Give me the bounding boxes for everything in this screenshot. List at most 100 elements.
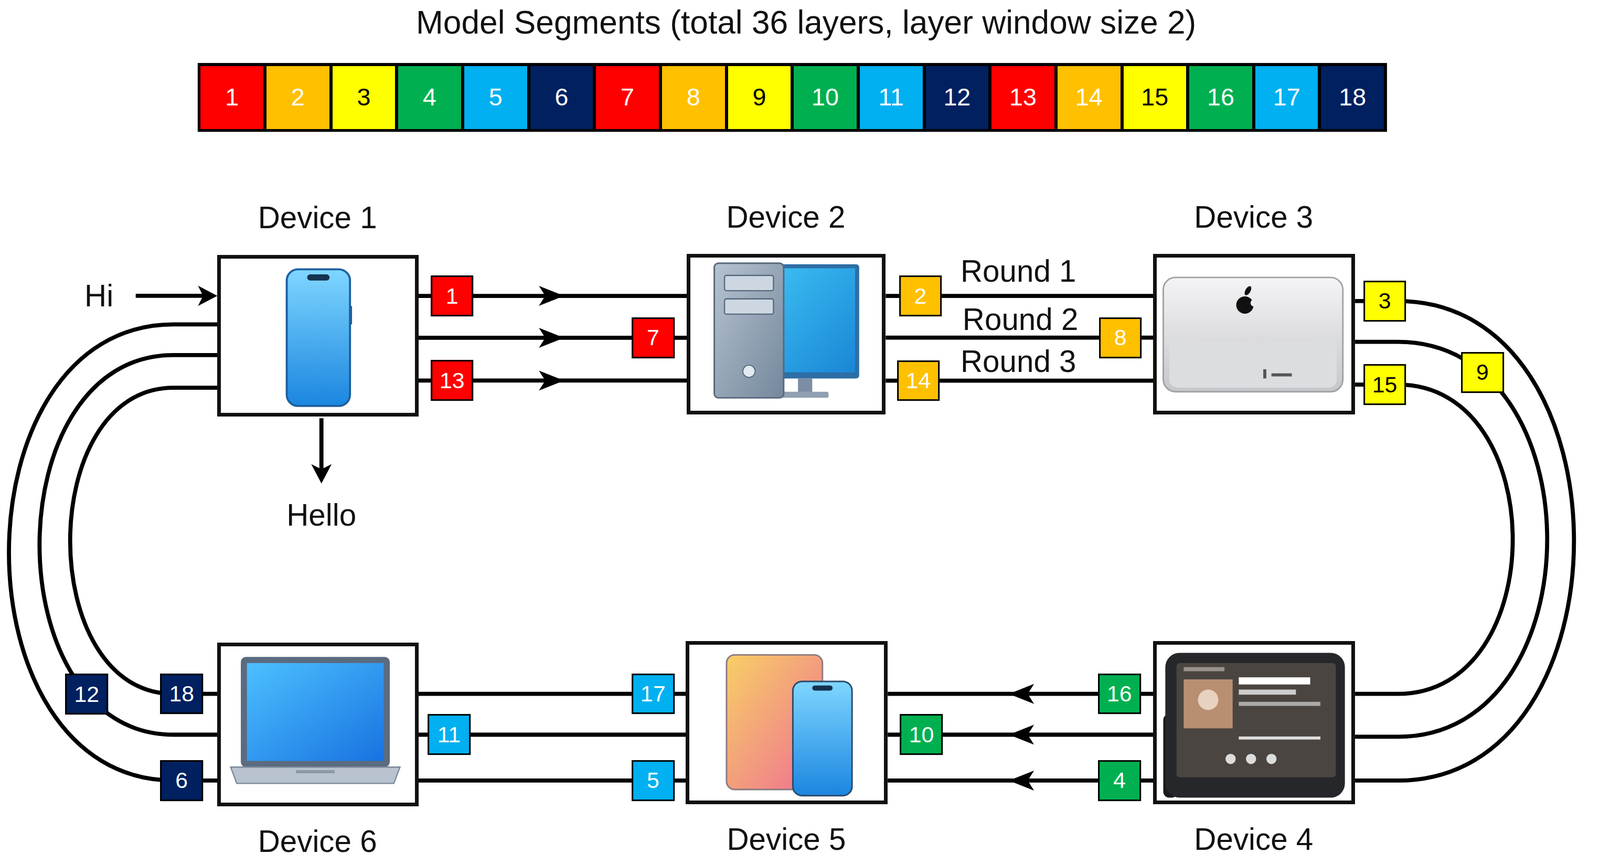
smart-display-icon-part xyxy=(1163,713,1178,798)
segment-number: 15 xyxy=(1140,84,1169,110)
segment-tag: 12 xyxy=(65,673,109,715)
segment-number: 12 xyxy=(943,84,971,110)
segment-number: 11 xyxy=(437,723,461,746)
smart-display-icon-part xyxy=(1238,689,1296,695)
desktop-icon-part xyxy=(753,264,860,379)
smart-display-icon xyxy=(1163,652,1345,798)
segment-tag: 17 xyxy=(631,673,675,715)
segment-tag: 18 xyxy=(160,673,204,715)
segment-number: 10 xyxy=(811,84,839,110)
segment-cell: 17 xyxy=(1253,64,1320,131)
segment-tag: 14 xyxy=(897,360,941,402)
segment-number: 3 xyxy=(356,84,371,110)
segment-number: 15 xyxy=(1372,373,1398,397)
segment-number: 5 xyxy=(488,84,503,110)
device-label: Device 6 xyxy=(180,823,455,860)
free-label: Hello xyxy=(286,497,357,533)
segment-number: 7 xyxy=(620,84,635,110)
segment-number: 12 xyxy=(74,683,100,706)
tablet-phone-icon-part xyxy=(812,685,833,691)
device-box: Device 4 xyxy=(1153,641,1356,805)
segment-tag: 5 xyxy=(631,760,675,802)
desktop-icon-part xyxy=(781,391,829,399)
free-label: Round 3 xyxy=(960,343,1077,379)
segment-cell: 14 xyxy=(1056,64,1123,131)
segment-number: 8 xyxy=(1114,326,1127,349)
segment-tag: 9 xyxy=(1460,352,1504,393)
segment-tag: 3 xyxy=(1363,280,1407,322)
phone-icon-part xyxy=(306,274,330,281)
segment-number: 9 xyxy=(1476,361,1489,384)
segment-cell: 1 xyxy=(198,64,265,131)
segment-number: 6 xyxy=(175,769,188,792)
segment-number: 17 xyxy=(1273,84,1301,110)
segment-number: 16 xyxy=(1106,682,1133,706)
segment-cell: 4 xyxy=(396,64,463,131)
mac-studio-icon-part xyxy=(1250,299,1258,307)
segment-number: 18 xyxy=(168,682,195,706)
mac-studio-icon xyxy=(1163,277,1343,392)
device-label: Device 4 xyxy=(1115,820,1392,858)
diagram-title: Model Segments (total 36 layers, layer w… xyxy=(6,3,1600,43)
desktop-icon xyxy=(714,263,860,399)
laptop-icon-part xyxy=(295,770,335,774)
segment-cell: 7 xyxy=(594,64,661,131)
segment-number: 14 xyxy=(1075,84,1103,110)
connector xyxy=(1355,301,1574,781)
segment-tag: 8 xyxy=(1099,317,1143,359)
mac-studio-icon-part xyxy=(1263,369,1267,379)
segment-cell: 9 xyxy=(726,64,793,131)
desktop-icon-part xyxy=(714,263,784,399)
segment-cell: 18 xyxy=(1319,64,1386,131)
segment-cell: 12 xyxy=(924,64,991,131)
mac-studio-icon-part xyxy=(1163,277,1343,392)
desktop-icon-part xyxy=(797,378,813,393)
segment-cell: 5 xyxy=(462,64,529,131)
desktop-icon-part xyxy=(724,299,774,315)
device-box: Device 2 xyxy=(686,253,886,414)
segment-cell: 8 xyxy=(660,64,727,131)
segment-number: 1 xyxy=(225,84,239,110)
laptop-icon-part xyxy=(230,766,401,784)
input-arrow-part xyxy=(197,285,218,306)
segment-cell: 16 xyxy=(1187,64,1254,131)
smart-display-icon-part xyxy=(1165,652,1345,798)
laptop-icon-part xyxy=(240,656,390,767)
segment-number: 8 xyxy=(686,84,701,110)
output-arrow-part xyxy=(319,418,324,472)
segment-tag: 2 xyxy=(899,275,943,317)
segment-number: 3 xyxy=(1378,289,1392,313)
device-box: Device 3 xyxy=(1153,253,1356,414)
laptop-icon xyxy=(230,656,401,784)
segment-tag: 11 xyxy=(427,714,471,756)
segment-tag: 16 xyxy=(1097,673,1141,715)
connector xyxy=(1355,342,1548,738)
smart-display-icon-part xyxy=(1198,689,1219,710)
input-arrow xyxy=(135,285,218,306)
segment-bar-outline xyxy=(198,64,1386,131)
laptop-icon-part xyxy=(247,663,384,762)
smart-display-icon-part xyxy=(1266,753,1277,764)
device-label: Device 2 xyxy=(649,198,922,236)
connector xyxy=(39,355,218,735)
output-arrow-part xyxy=(311,464,332,484)
smart-display-icon-part xyxy=(1183,679,1233,729)
segment-tag: 1 xyxy=(430,275,474,317)
segment-number: 10 xyxy=(909,723,935,746)
device-label: Device 1 xyxy=(180,199,455,237)
output-arrow xyxy=(311,418,332,484)
phone-icon-part xyxy=(349,305,352,325)
segment-tag: 7 xyxy=(631,317,675,359)
tablet-phone-icon-part xyxy=(792,681,852,796)
connector xyxy=(8,324,218,781)
segment-number: 4 xyxy=(1113,769,1126,793)
segment-number: 13 xyxy=(1009,84,1037,110)
phone-icon xyxy=(286,269,352,407)
segment-cell: 11 xyxy=(858,64,925,131)
segment-number: 5 xyxy=(646,769,660,793)
phone-icon-part xyxy=(286,269,351,407)
free-label: Round 2 xyxy=(962,301,1079,337)
device-box: Device 6 xyxy=(217,642,419,806)
tablet-phone-icon xyxy=(726,654,852,796)
